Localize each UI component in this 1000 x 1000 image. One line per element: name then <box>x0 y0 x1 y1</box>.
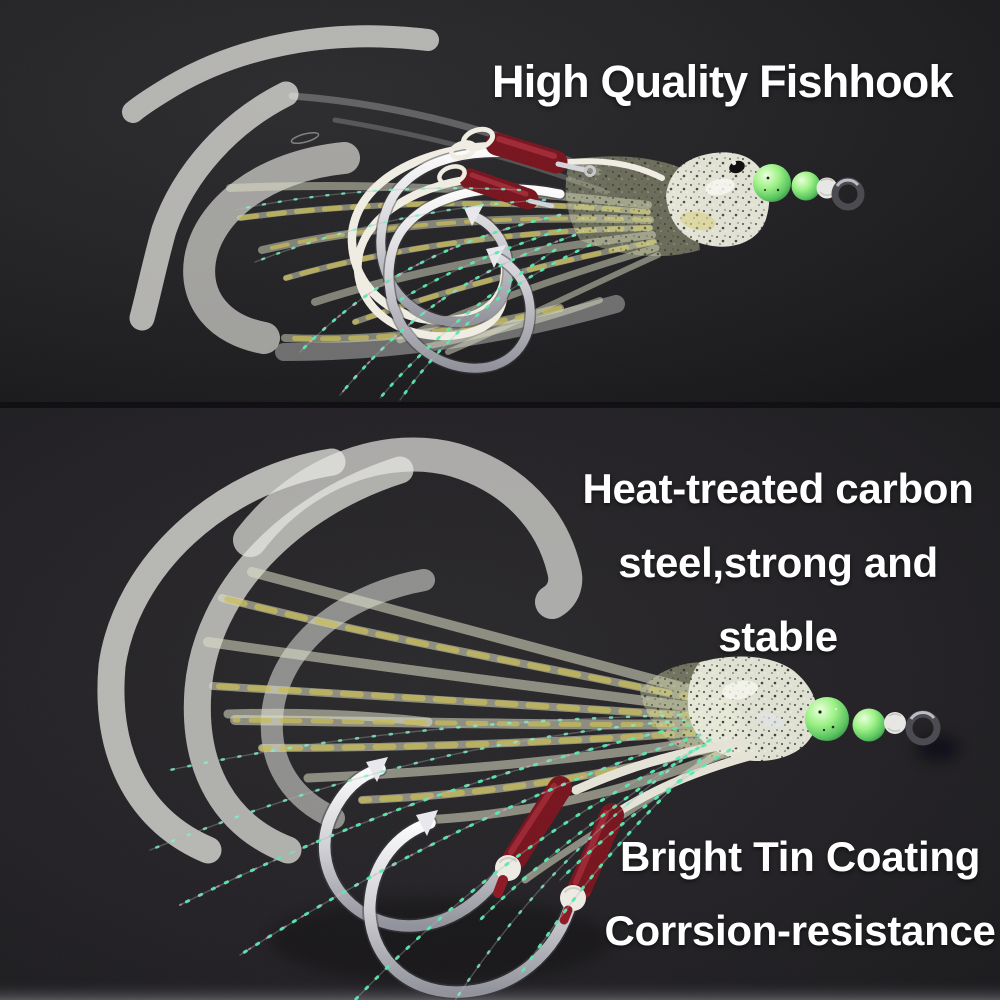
caption-feature-top: Heat-treated carbon steel,strong and sta… <box>553 452 1000 674</box>
caption-feature-bottom: Bright Tin Coating Corrsion-resistance <box>598 820 1000 968</box>
caption-feature-bottom-line2: Corrsion-resistance <box>604 907 996 954</box>
caption-feature-top-line2: steel,strong and stable <box>618 539 938 660</box>
caption-feature-bottom-line1: Bright Tin Coating <box>619 833 981 880</box>
caption-title: High Quality Fishhook <box>492 56 954 107</box>
caption-feature-top-line1: Heat-treated carbon <box>582 465 974 512</box>
